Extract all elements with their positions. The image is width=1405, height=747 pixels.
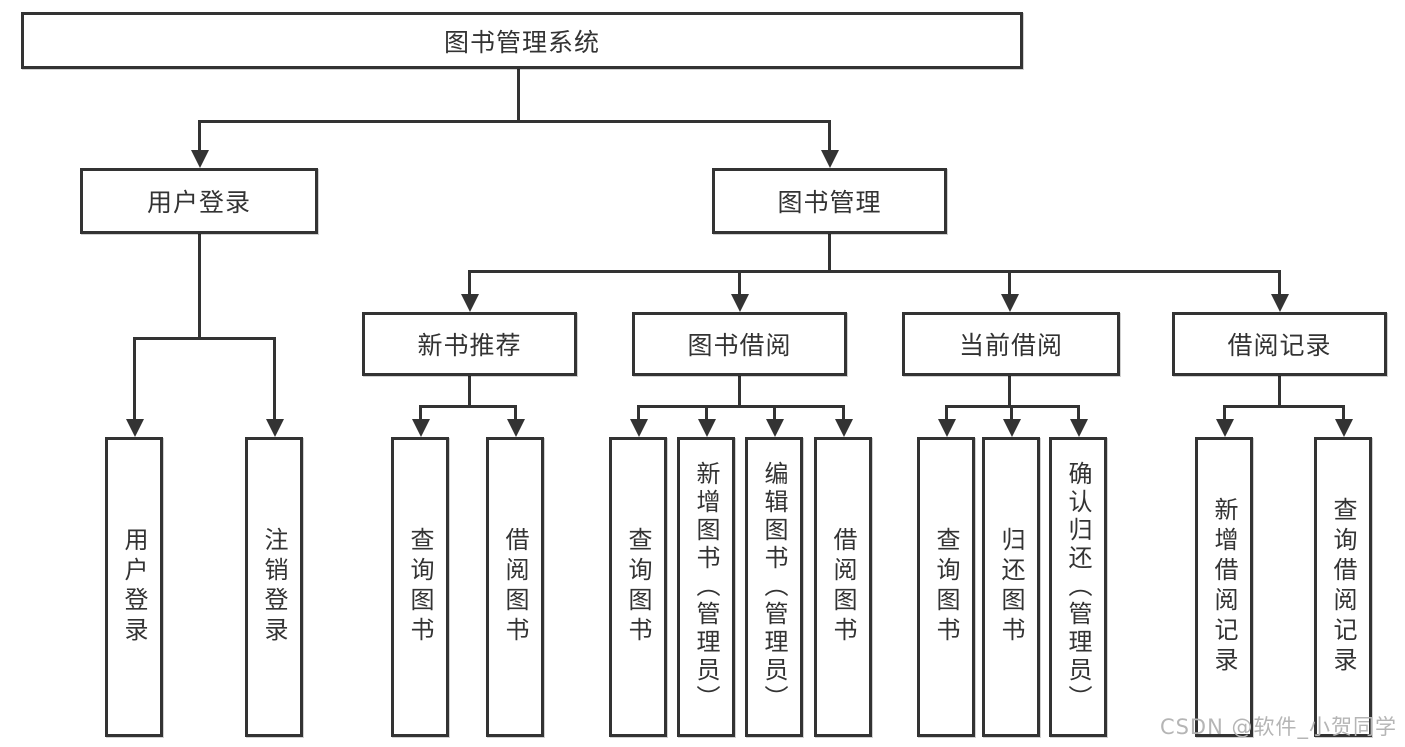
node-label: 用户登录 [146,188,251,217]
arrow-down-icon [629,406,648,437]
csdn-watermark: CSDN @软件_小贺同学 [1159,715,1397,739]
arrow-down-icon [820,121,839,168]
node-current-borrowing: 当前借阅 [902,312,1120,376]
arrow-down-icon [1002,406,1021,437]
arrow-down-icon [697,406,716,437]
arrow-down-icon [1069,406,1088,437]
node-label: 用户登录 [120,527,148,647]
edge-user-login-stem [198,234,201,338]
node-book-management-branch: 图书管理 [712,168,947,234]
node-label: 查询图书 [406,527,434,647]
edge-nbr-bar [419,405,517,408]
arrow-down-icon [1000,271,1019,312]
edge-book-mgmt-stem [828,234,831,271]
node-leaf-logout: 注销登录 [245,437,303,737]
edge-root-bar [198,120,831,123]
arrow-down-icon [1334,406,1353,437]
node-leaf-bb-borrow-books: 借阅图书 [814,437,872,737]
arrow-down-icon [506,406,525,437]
node-label: 图书管理系统 [443,27,600,57]
node-new-book-recommend: 新书推荐 [362,312,577,376]
node-label: 新增图书（管理员） [692,461,720,713]
node-root-library-management-system: 图书管理系统 [21,12,1023,69]
edge-nbr-stem [468,376,471,406]
arrow-down-icon [190,121,209,168]
node-user-login-branch: 用户登录 [80,168,318,234]
node-book-borrowing: 图书借阅 [632,312,847,376]
node-leaf-nbr-query-books: 查询图书 [391,437,449,737]
arrow-down-icon [125,338,144,437]
edge-br-bar [1223,405,1345,408]
node-leaf-nbr-borrow-books: 借阅图书 [486,437,544,737]
node-borrowing-records: 借阅记录 [1172,312,1387,376]
node-label: 确认归还（管理员） [1064,461,1092,713]
node-leaf-br-add-record: 新增借阅记录 [1195,437,1253,737]
node-label: 新书推荐 [417,331,522,360]
edge-br-stem [1278,376,1281,406]
arrow-down-icon [460,271,479,312]
edge-book-mgmt-bar [468,270,1281,273]
edge-root-stem [517,68,520,121]
arrow-down-icon [937,406,956,437]
edge-bb-stem [738,376,741,406]
arrow-down-icon [411,406,430,437]
arrow-down-icon [730,271,749,312]
node-leaf-br-query-record: 查询借阅记录 [1314,437,1372,737]
arrow-down-icon [1270,271,1289,312]
arrow-down-icon [765,406,784,437]
node-label: 查询借阅记录 [1329,497,1357,677]
node-label: 当前借阅 [958,331,1063,360]
node-label: 借阅图书 [829,527,857,647]
edge-cb-stem [1008,376,1011,406]
edge-bb-bar [637,405,845,408]
node-label: 借阅图书 [501,527,529,647]
arrow-down-icon [265,338,284,437]
node-label: 注销登录 [260,527,288,647]
node-leaf-user-login: 用户登录 [105,437,163,737]
arrow-down-icon [834,406,853,437]
node-label: 查询图书 [624,527,652,647]
node-leaf-bb-edit-books-admin: 编辑图书（管理员） [745,437,803,737]
node-leaf-cb-query-books: 查询图书 [917,437,975,737]
node-label: 归还图书 [997,527,1025,647]
node-label: 编辑图书（管理员） [760,461,788,713]
node-label: 图书借阅 [687,331,792,360]
node-label: 查询图书 [932,527,960,647]
node-label: 新增借阅记录 [1210,497,1238,677]
node-leaf-cb-return-books: 归还图书 [982,437,1040,737]
node-leaf-bb-add-books-admin: 新增图书（管理员） [677,437,735,737]
node-leaf-bb-query-books: 查询图书 [609,437,667,737]
node-label: 图书管理 [777,188,882,217]
arrow-down-icon [1215,406,1234,437]
edge-user-login-bar [133,337,276,340]
node-label: 借阅记录 [1227,331,1332,360]
node-leaf-cb-confirm-return-admin: 确认归还（管理员） [1049,437,1107,737]
